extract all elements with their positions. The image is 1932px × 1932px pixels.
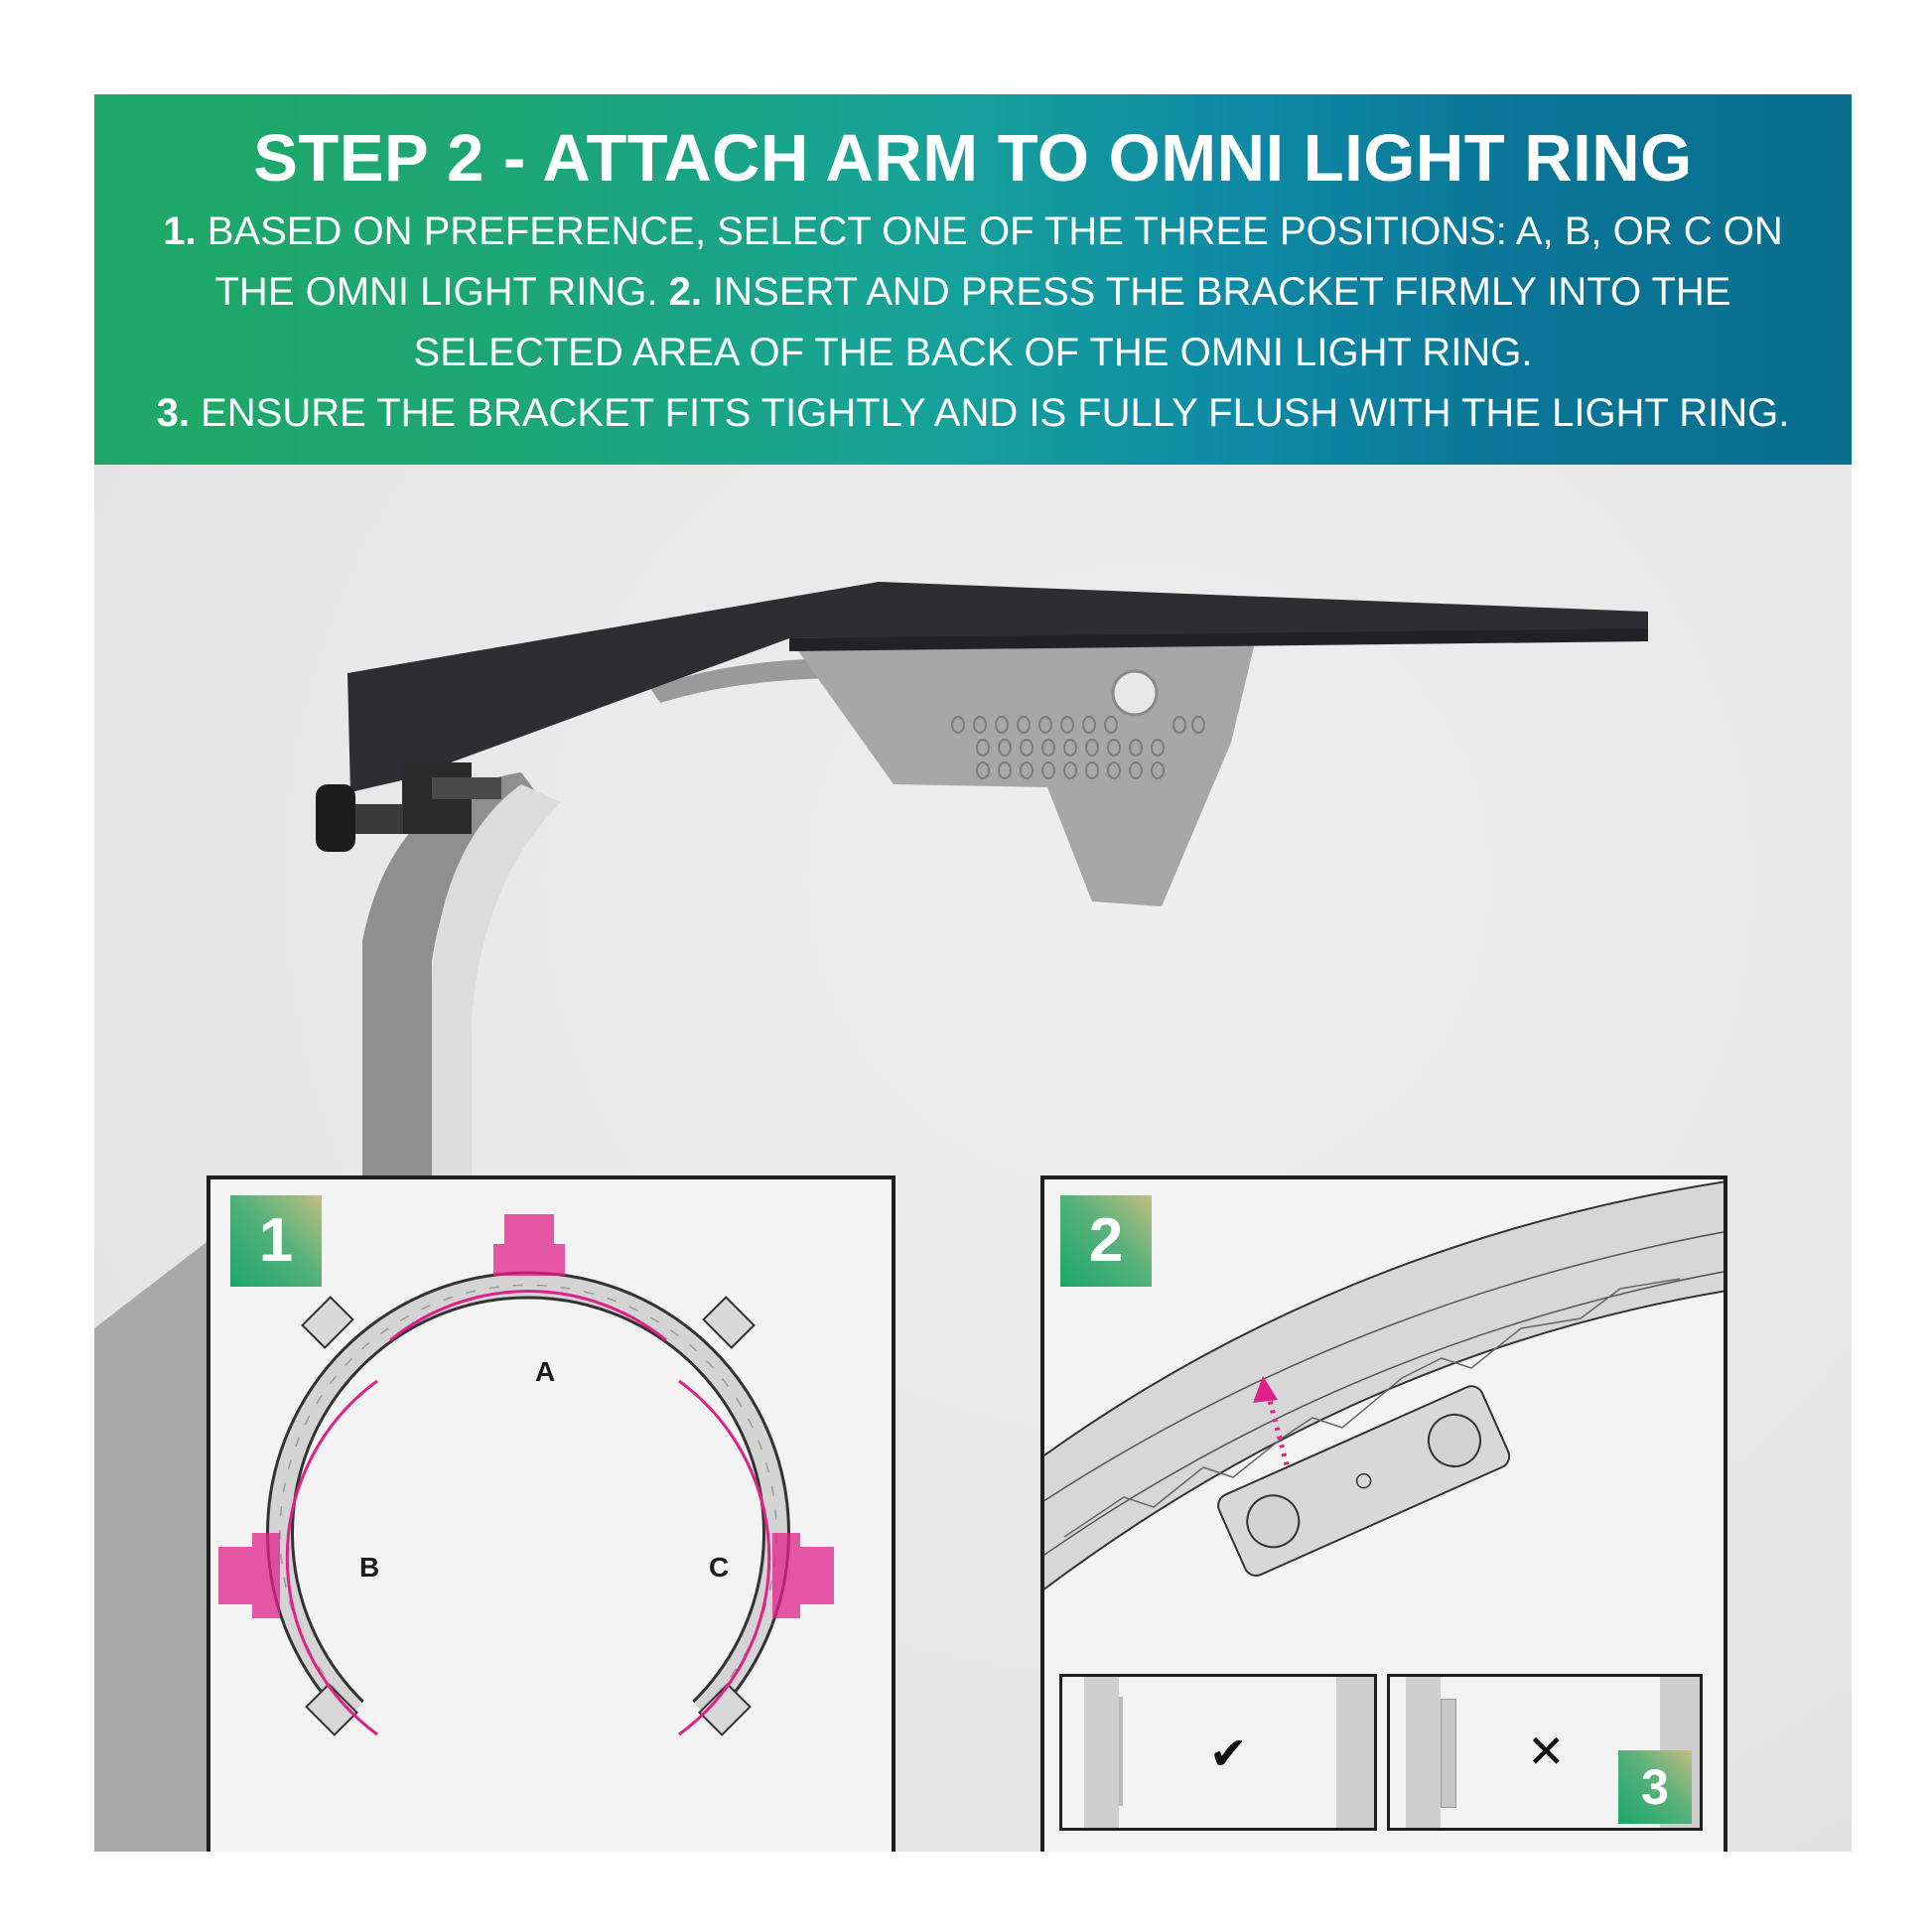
ring-diagram — [218, 1214, 834, 1736]
position-b-label: B — [359, 1552, 380, 1583]
bracket-insert-diagram — [1044, 1180, 1724, 1590]
position-a-label: A — [535, 1356, 556, 1387]
instruction-frame: STEP 2 - ATTACH ARM TO OMNI LIGHT RING 1… — [94, 94, 1852, 1852]
instruction-line-3: SELECTED AREA OF THE BACK OF THE OMNI LI… — [413, 331, 1533, 374]
instruction-line-4: 3. ENSURE THE BRACKET FITS TIGHTLY AND I… — [156, 391, 1790, 435]
step-title: STEP 2 - ATTACH ARM TO OMNI LIGHT RING — [253, 121, 1693, 196]
ring-segment — [1044, 1180, 1724, 1590]
x-icon: ✕ — [1527, 1725, 1566, 1777]
flush-correct-example: ✔ — [1059, 1674, 1377, 1831]
instruction-line-2: THE OMNI LIGHT RING. 2. INSERT AND PRESS… — [214, 270, 1731, 314]
step-badge-1: 1 — [230, 1195, 322, 1287]
insert-arrow-head — [1253, 1376, 1278, 1403]
instruction-banner: STEP 2 - ATTACH ARM TO OMNI LIGHT RING 1… — [94, 94, 1852, 465]
position-c-label: C — [709, 1552, 730, 1583]
step-badge-2: 2 — [1060, 1195, 1152, 1287]
illustration-stage: 1 — [94, 465, 1852, 1852]
check-icon: ✔ — [1209, 1727, 1248, 1779]
step-badge-3: 3 — [1618, 1750, 1692, 1824]
panel-2-insert-bracket: 2 ✔ — [1040, 1175, 1727, 1852]
position-arcs — [285, 1290, 771, 1736]
adjust-knob-icon[interactable] — [316, 784, 355, 852]
bracket-piece — [1217, 1385, 1511, 1577]
instruction-line-1: 1. BASED ON PREFERENCE, SELECT ONE OF TH… — [163, 209, 1783, 253]
panel-1-positions: 1 — [207, 1175, 896, 1852]
light-head — [789, 638, 1256, 906]
light-sensor — [1111, 669, 1159, 717]
step-instructions: 1. BASED ON PREFERENCE, SELECT ONE OF TH… — [94, 202, 1852, 444]
insert-arrow — [1265, 1392, 1309, 1538]
flush-incorrect-example: ✕ 3 — [1387, 1674, 1703, 1831]
